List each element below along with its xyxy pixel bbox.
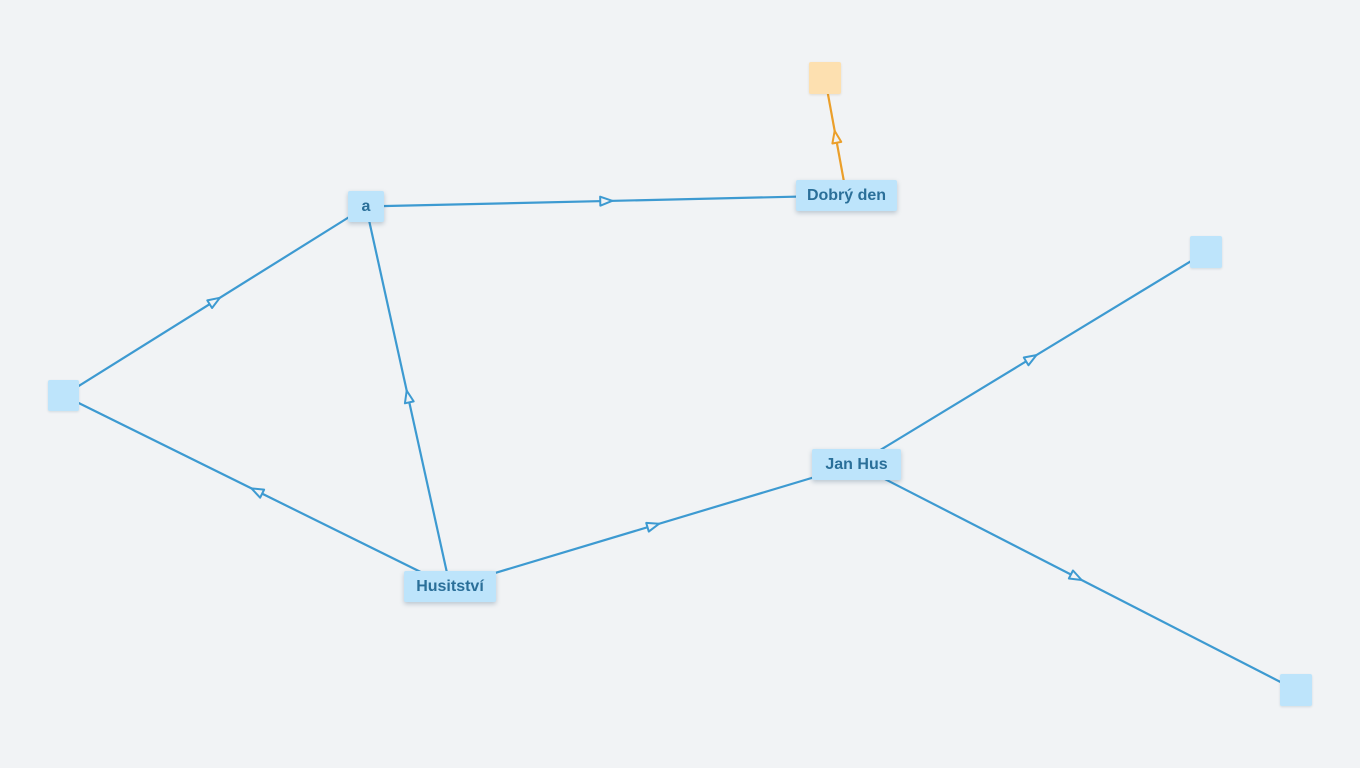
node-husitstvi-label: Husitství (416, 577, 484, 595)
edge-dobry_den-to-orange[interactable] (823, 77, 848, 196)
node-dobry-den[interactable]: Dobrý den (796, 180, 897, 211)
edge-husitstvi-to-left[interactable] (63, 394, 451, 588)
edge-husitstvi-to-jan_hus[interactable] (449, 463, 857, 588)
node-a[interactable]: a (348, 191, 384, 222)
node-dobry-den-label: Dobrý den (806, 186, 887, 204)
node-jan-hus-label: Jan Hus (825, 455, 888, 473)
arrowhead-icon (599, 195, 614, 207)
node-a-label: a (361, 197, 371, 215)
arrowhead-icon (831, 129, 843, 145)
edge-jan_hus-to-right_top[interactable] (855, 251, 1207, 466)
node-husitstvi[interactable]: Husitství (404, 571, 496, 602)
edge-a-to-dobry_den[interactable] (365, 194, 847, 208)
edge-jan_hus-to-right_bottom[interactable] (855, 463, 1297, 691)
node-right-top-blank[interactable] (1190, 236, 1222, 268)
arrowhead-icon (1022, 354, 1038, 367)
edge-left-to-a[interactable] (62, 205, 367, 397)
node-right-bottom-blank[interactable] (1280, 674, 1312, 706)
node-orange-blank[interactable] (809, 62, 841, 94)
node-left-blank[interactable] (48, 380, 79, 411)
node-jan-hus[interactable]: Jan Hus (812, 449, 901, 480)
arrowhead-icon (645, 521, 660, 533)
arrowhead-icon (250, 487, 266, 499)
arrowhead-icon (1067, 569, 1083, 581)
arrowhead-icon (403, 389, 415, 405)
edge-husitstvi-to-a[interactable] (364, 206, 452, 587)
arrowhead-icon (206, 296, 221, 309)
